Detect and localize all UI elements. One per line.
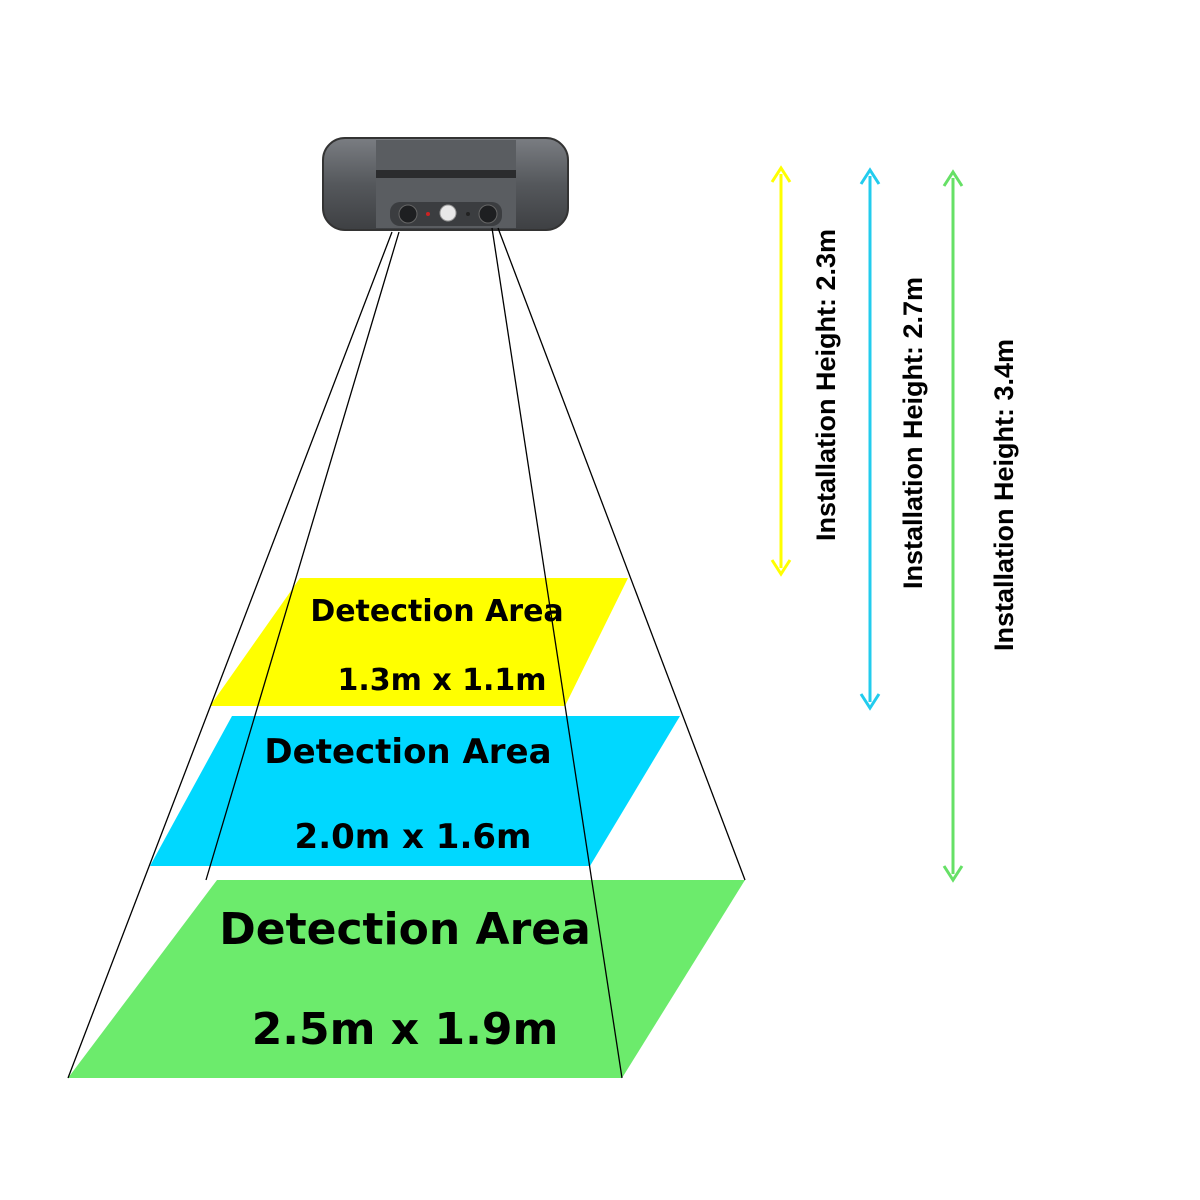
lens-left-icon [398, 204, 418, 224]
detection-area-cyan [150, 716, 680, 866]
sensor-device [322, 137, 569, 231]
height-label-2-3m: Installation Height: 2.3m [811, 229, 841, 541]
area-3-size: 2.5m x 1.9m [252, 1004, 559, 1055]
area-1-size: 1.3m x 1.1m [337, 663, 546, 698]
height-arrow-3-4m [942, 169, 964, 883]
area-1-title: Detection Area [310, 594, 563, 629]
light-sensor-icon [439, 204, 457, 222]
detection-area-yellow [210, 578, 628, 706]
height-arrow-2-3m [770, 165, 792, 577]
field-of-view-lines [67, 227, 746, 1079]
height-label-2-7m: Installation Height: 2.7m [898, 277, 928, 589]
area-2-title: Detection Area [264, 732, 551, 772]
lens-right-icon [478, 204, 498, 224]
detection-area-green [68, 880, 745, 1078]
area-2-size: 2.0m x 1.6m [295, 817, 532, 857]
height-label-3-4m: Installation Height: 3.4m [989, 339, 1019, 651]
height-arrow-2-7m [859, 167, 881, 711]
area-3-title: Detection Area [219, 904, 591, 955]
